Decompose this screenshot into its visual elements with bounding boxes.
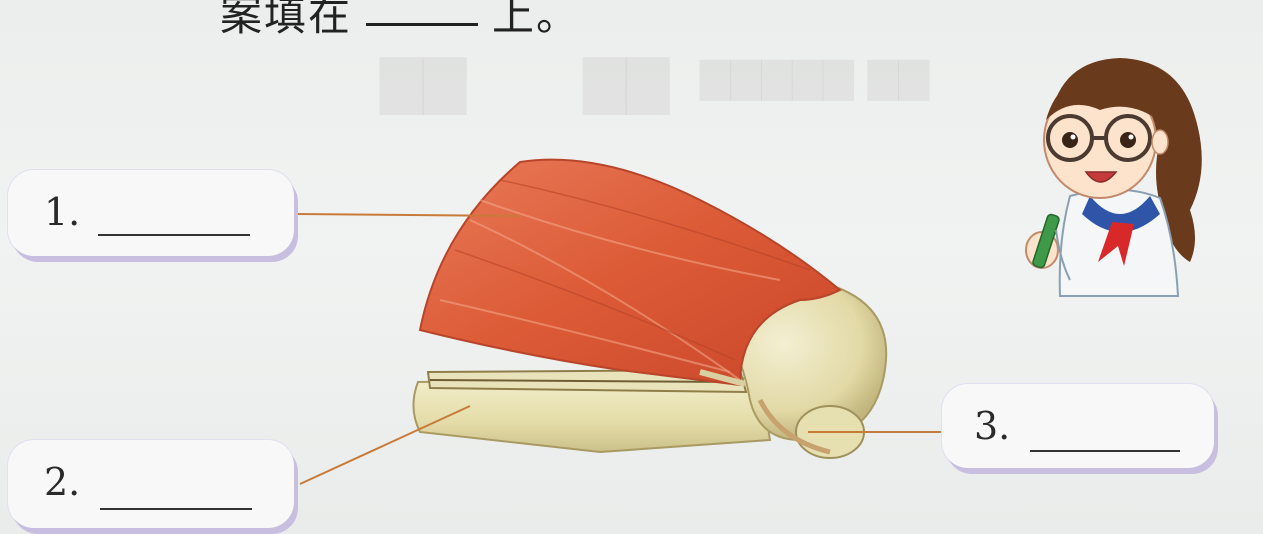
leader-line-2 [300, 406, 470, 484]
answer-blank-1[interactable] [98, 234, 250, 236]
answer-blank-3[interactable] [1030, 450, 1180, 452]
label-number-1: 1. [44, 190, 80, 234]
label-number-2: 2. [44, 460, 80, 504]
answer-blank-2[interactable] [100, 508, 252, 510]
student-illustration [1026, 58, 1202, 296]
label-number-3: 3. [974, 404, 1010, 448]
